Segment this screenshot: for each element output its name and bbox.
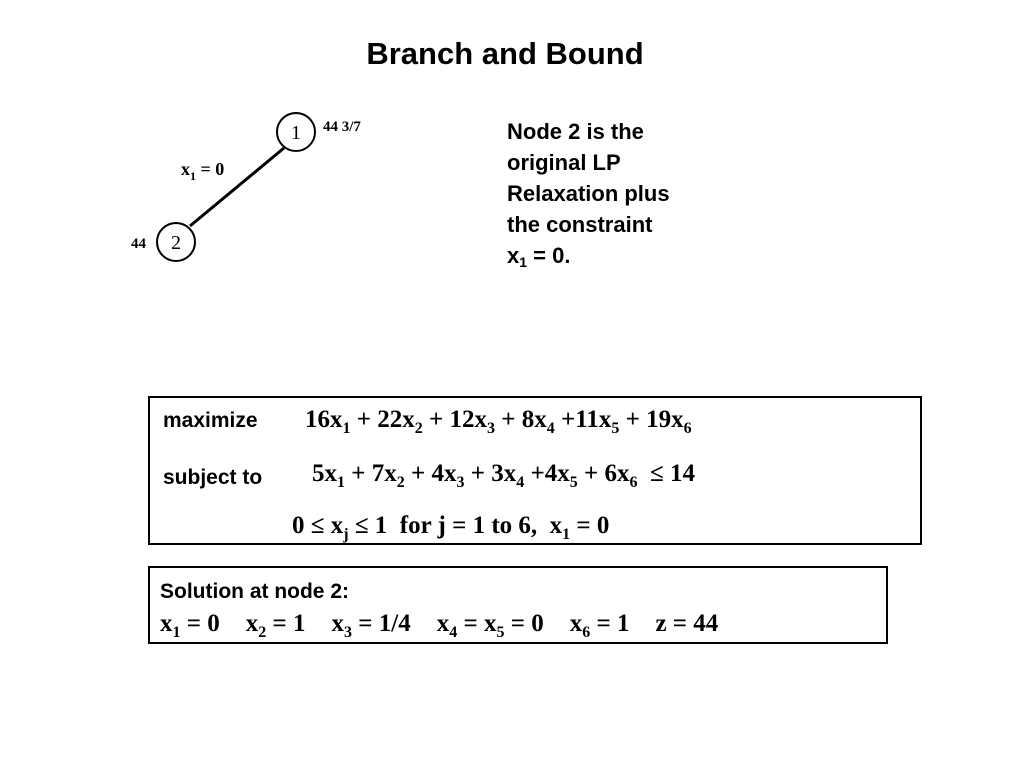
tree-node-1-label: 1	[291, 122, 301, 144]
solution-term: x2 = 1	[245, 610, 306, 641]
objective-term: 16x	[305, 406, 343, 433]
tree-node-2-bound: 44	[131, 236, 147, 252]
solution-term-part: x	[569, 610, 583, 637]
tree-node-1[interactable]: 1	[276, 112, 316, 152]
note-line: Relaxation plus	[507, 181, 670, 206]
objective-term-subscript: 2	[414, 420, 423, 437]
solution-term-part-subscript: 2	[258, 624, 267, 641]
knapsack-constraint: 5x1 + 7x2 + 4x3 + 3x4 +4x5 + 6x6 ≤ 14	[312, 460, 695, 491]
solution-term-part: z = 44	[655, 610, 719, 637]
objective-term: + 19x	[619, 406, 684, 433]
bound-term: = 0	[570, 512, 610, 539]
solution-term-part: = 1	[266, 610, 306, 637]
constraint-term: +4x	[524, 460, 570, 487]
objective-term: + 12x	[422, 406, 487, 433]
solution-term: x1 = 0	[160, 610, 220, 641]
bound-term: ≤ 1 for j = 1 to 6, x	[348, 512, 563, 539]
objective-term-subscript: 1	[342, 420, 351, 437]
solution-label: Solution at node 2:	[160, 580, 349, 603]
tree-edge-label: x1 = 0	[181, 159, 224, 183]
constraint-term: + 6x	[577, 460, 630, 487]
solution-term-part: x	[436, 610, 450, 637]
solution-term-part: x	[160, 610, 173, 637]
constraint-term-subscript: 5	[569, 474, 578, 491]
constraint-term: ≤ 14	[637, 460, 695, 487]
subject-to-label: subject to	[163, 466, 263, 489]
solution-term: x4 = x5 = 0	[436, 610, 544, 641]
solution-term-part: = x	[457, 610, 497, 637]
note-line: the constraint	[507, 212, 653, 237]
objective-term-subscript: 5	[611, 420, 620, 437]
solution-term-part-subscript: 5	[496, 624, 505, 641]
constraint-term-subscript: 6	[629, 474, 638, 491]
branch-tree: 1 44 3/7 2 44 x1 = 0	[131, 112, 361, 262]
tree-node-2[interactable]: 2	[156, 222, 196, 262]
solution-term-part-subscript: 3	[344, 624, 352, 641]
tree-node-2-label: 2	[171, 232, 181, 254]
solution-term-part-subscript: 6	[582, 624, 591, 641]
objective-function: 16x1 + 22x2 + 12x3 + 8x4 +11x5 + 19x6	[305, 406, 692, 437]
page-title: Branch and Bound	[366, 36, 644, 71]
solution-term: x6 = 1	[569, 610, 630, 641]
solution-term-part-subscript: 1	[172, 624, 181, 641]
note-line: original LP	[507, 150, 621, 175]
bound-term-subscript: 1	[562, 526, 571, 543]
solution-term-part: = 1	[590, 610, 630, 637]
objective-term: + 22x	[350, 406, 415, 433]
objective-term-subscript: 6	[683, 420, 692, 437]
constraint-term-subscript: 4	[516, 474, 525, 491]
node-note: Node 2 is the original LP Relaxation plu…	[507, 116, 727, 271]
constraint-term-subscript: 2	[396, 474, 405, 491]
objective-term: +11x	[554, 406, 612, 433]
objective-term: + 8x	[495, 406, 547, 433]
solution-term-part: = 0	[504, 610, 544, 637]
solution-term-part: = 1/4	[352, 610, 411, 637]
tree-edge	[189, 146, 285, 228]
objective-term-subscript: 4	[546, 420, 555, 437]
solution-term: x3 = 1/4	[331, 610, 411, 641]
solution-term-part: x	[245, 610, 259, 637]
constraint-term: 5x	[312, 460, 337, 487]
constraint-term: + 3x	[464, 460, 517, 487]
constraint-term: + 7x	[345, 460, 397, 487]
solution-term: z = 44	[655, 610, 718, 638]
note-line: x1 = 0.	[507, 243, 571, 270]
constraint-term-subscript: 1	[337, 474, 345, 491]
objective-term-subscript: 3	[487, 420, 495, 437]
maximize-label: maximize	[163, 409, 258, 432]
tree-node-1-bound: 44 3/7	[323, 119, 361, 135]
lp-model-box: maximize 16x1 + 22x2 + 12x3 + 8x4 +11x5 …	[148, 396, 922, 545]
bound-term: 0 ≤ x	[292, 512, 344, 539]
solution-term-part-subscript: 4	[449, 624, 458, 641]
note-line: Node 2 is the	[507, 119, 644, 144]
solution-term-part: x	[331, 610, 345, 637]
bound-term-subscript: j	[343, 526, 349, 543]
constraint-term: + 4x	[404, 460, 457, 487]
variable-bounds: 0 ≤ xj ≤ 1 for j = 1 to 6, x1 = 0	[292, 512, 610, 543]
solution-term-part: = 0	[180, 610, 220, 637]
constraint-term-subscript: 3	[456, 474, 465, 491]
